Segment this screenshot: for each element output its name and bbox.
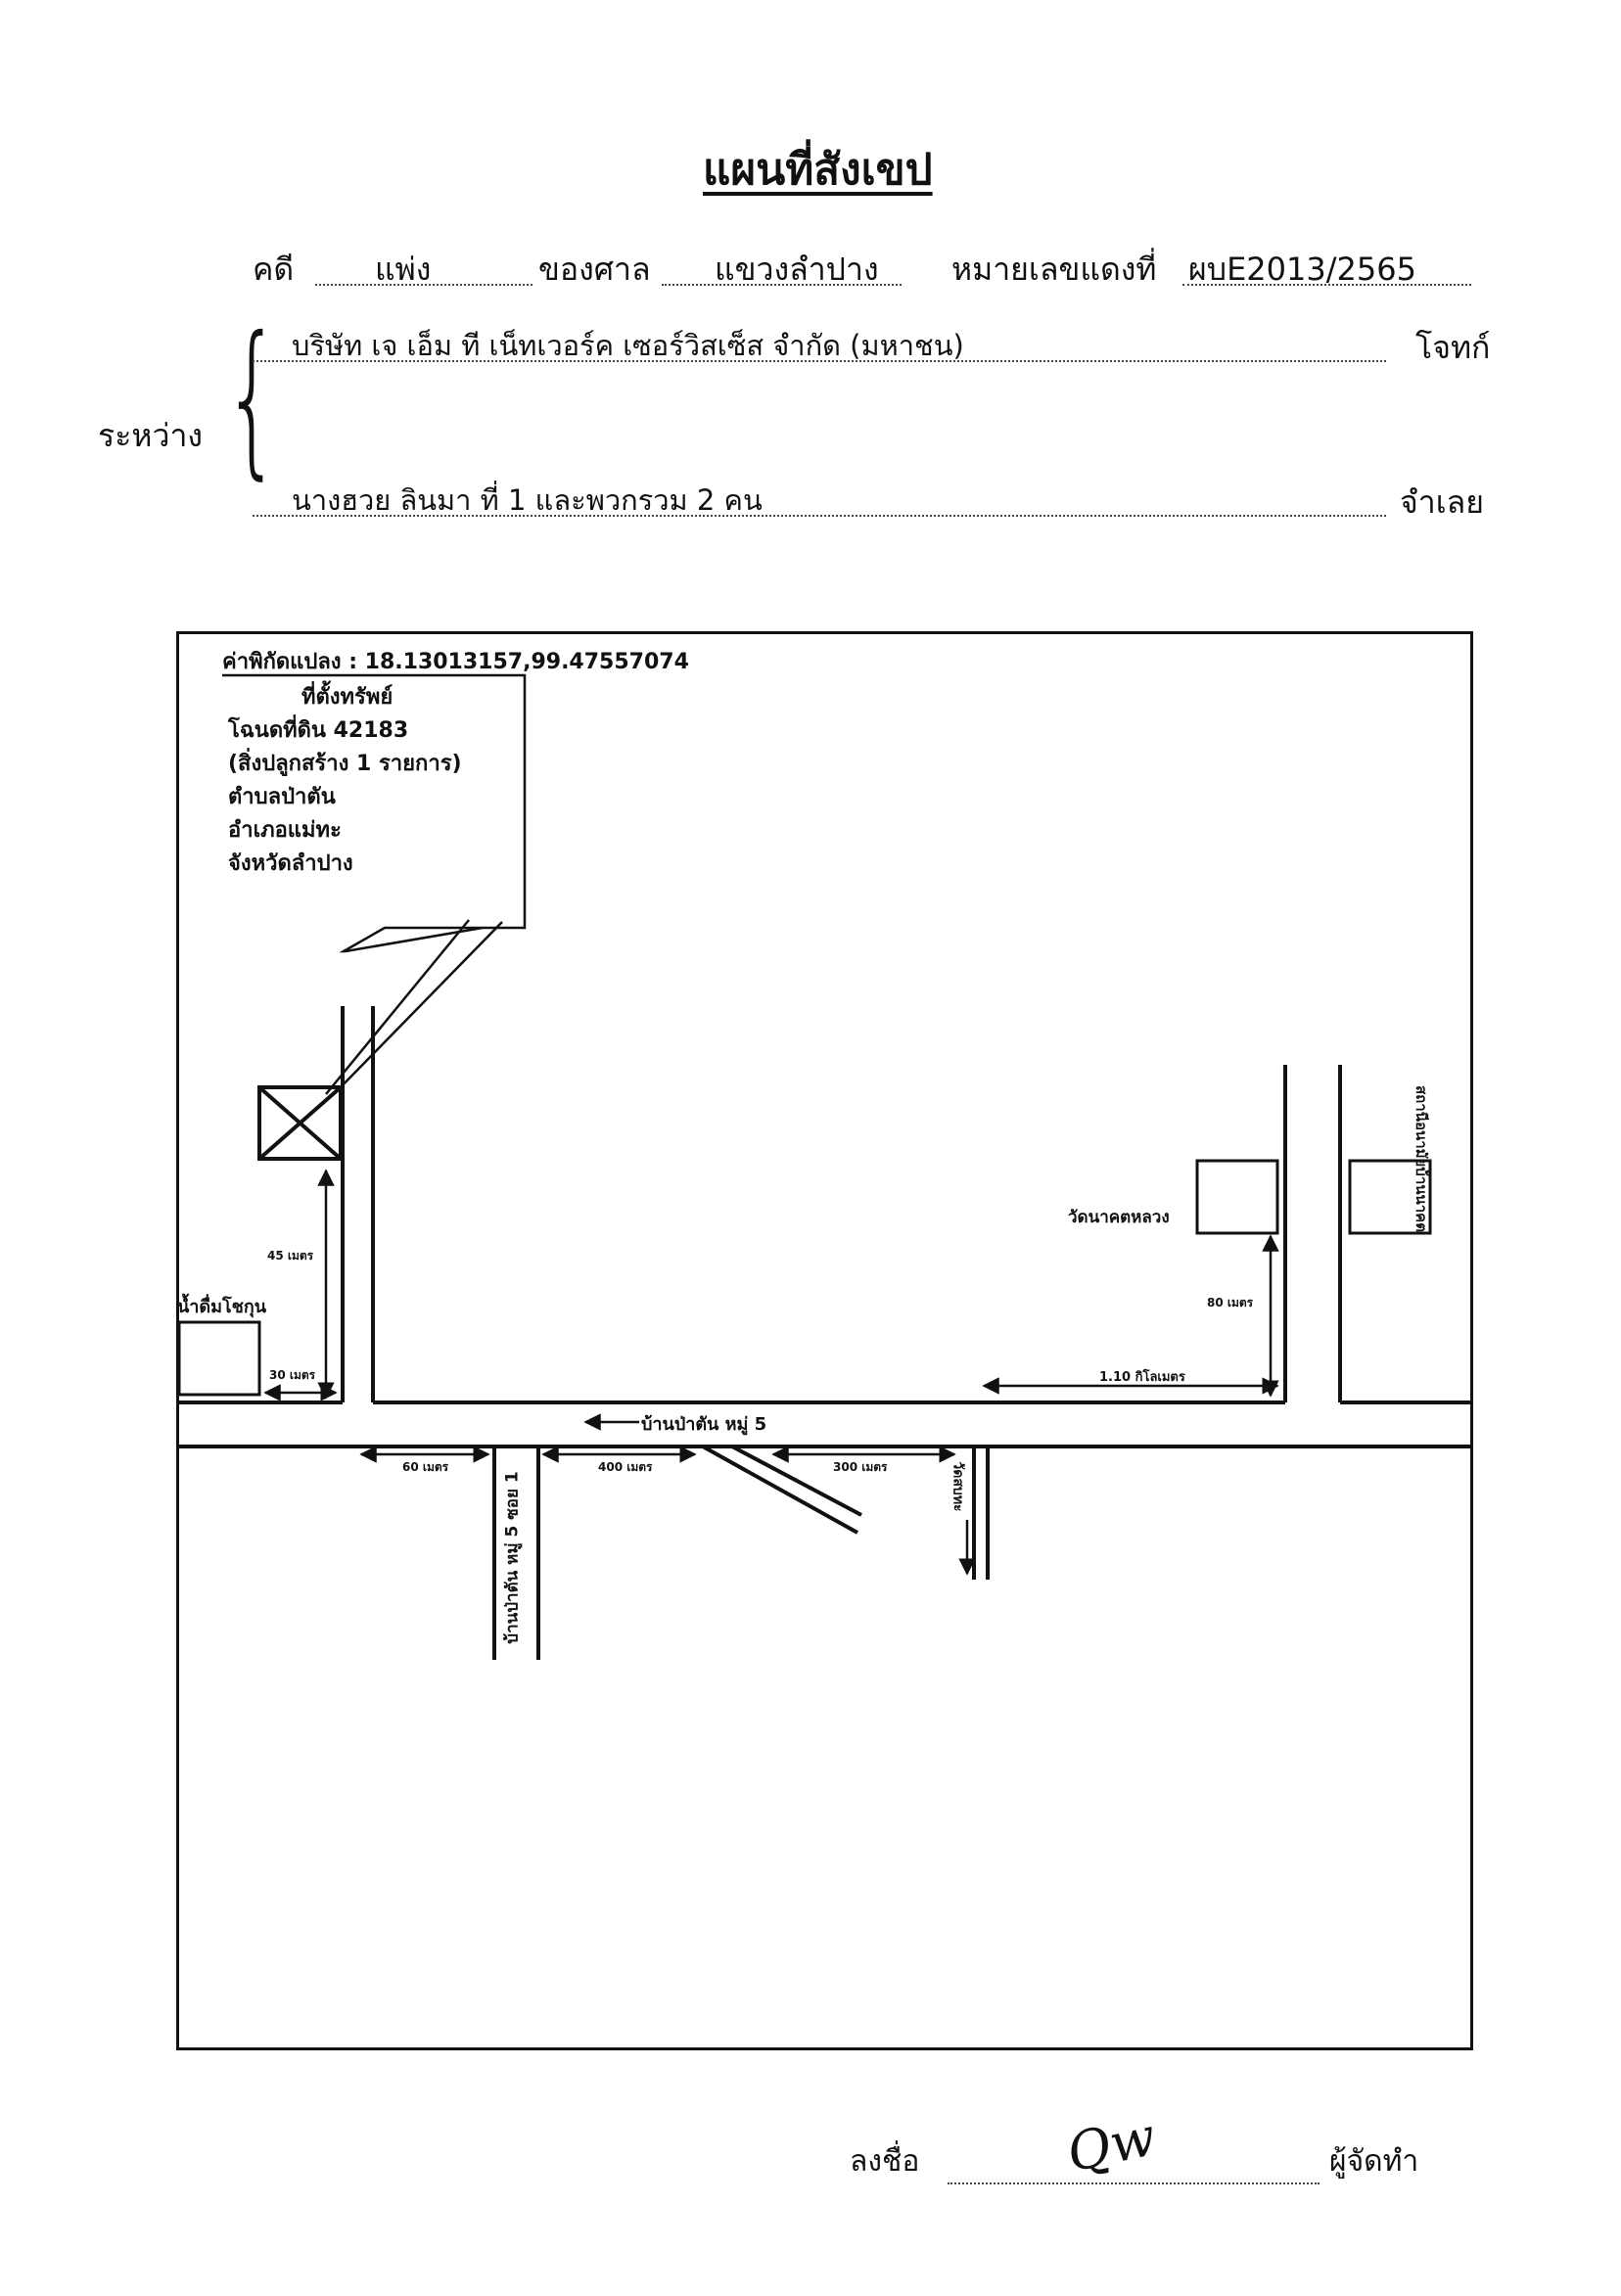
plaintiff-label: โจทก์ <box>1415 329 1491 366</box>
page-title: แผนที่สังเขป <box>703 145 933 195</box>
health-station-box <box>1348 1159 1432 1235</box>
wat-nakhot-label: วัดนาคตหลวง <box>1068 1208 1170 1227</box>
defendant-label: จำเลย <box>1400 483 1485 521</box>
map-drawing <box>179 673 1470 1660</box>
location-callout <box>222 673 527 953</box>
distance-300m: 300 เมตร <box>833 1460 888 1474</box>
signature-line <box>948 2182 1320 2184</box>
distance-80m: 80 เมตร <box>1207 1296 1254 1309</box>
plaintiff-underline <box>253 360 1386 362</box>
location-line: จังหวัดลำปาง <box>228 851 353 876</box>
water-shop-label: น้ำดื่มโชกุน <box>177 1297 267 1317</box>
distance-1-10km: 1.10 กิโลเมตร <box>1099 1370 1185 1385</box>
maker-label: ผู้จัดทำ <box>1329 2144 1419 2179</box>
red-number: ผบE2013/2565 <box>1188 251 1416 288</box>
wat-sobtha-label: วัดสบทะ <box>949 1461 966 1512</box>
case-type: แพ่ง <box>375 251 432 288</box>
court-name: แขวงลำปาง <box>715 251 879 288</box>
court-label: ของศาล <box>538 251 651 288</box>
location-line: ตำบลป่าตัน <box>228 785 336 809</box>
between-label: ระหว่าง <box>98 417 204 454</box>
main-road-label: บ้านป่าตัน หมู่ 5 <box>641 1414 767 1435</box>
sign-label: ลงชื่อ <box>850 2144 920 2179</box>
court-name-underline <box>662 284 902 286</box>
case-type-underline <box>315 284 533 286</box>
distance-400m: 400 เมตร <box>598 1460 653 1474</box>
case-label: คดี <box>253 251 295 288</box>
location-line: (สิ่งปลูกสร้าง 1 รายการ) <box>228 752 462 776</box>
brace-symbol: { <box>223 301 282 495</box>
defendant-name: นางฮวย ลินมา ที่ 1 และพวกรวม 2 คน <box>292 483 763 517</box>
distance-45m: 45 เมตร <box>267 1249 314 1263</box>
health-station-label: สถานีอนามัยบ้านนาคต <box>1412 1085 1430 1232</box>
red-number-label: หมายเลขแดงที่ <box>951 251 1157 288</box>
soi-road-label: บ้านป่าตัน หมู่ 5 ซอย 1 <box>502 1471 523 1644</box>
signature: Qw <box>1061 2105 1162 2184</box>
location-heading: ที่ตั้งทรัพย์ <box>301 685 394 710</box>
location-line: โฉนดที่ดิน 42183 <box>228 718 409 743</box>
location-box: ที่ตั้งทรัพย์ โฉนดที่ดิน 42183 (สิ่งปลูก… <box>228 681 522 881</box>
red-number-underline <box>1182 284 1471 286</box>
location-line: อำเภอแม่ทะ <box>228 818 342 843</box>
plaintiff-name: บริษัท เจ เอ็ม ที เน็ทเวอร์ค เซอร์วิสเซ็… <box>292 329 964 362</box>
coordinate-label: ค่าพิกัดแปลง : 18.13013157,99.47557074 <box>222 650 689 674</box>
defendant-underline <box>253 515 1386 517</box>
distance-30m: 30 เมตร <box>269 1368 316 1382</box>
wat-nakhot-box <box>1195 1159 1279 1235</box>
water-shop-box <box>179 1320 261 1397</box>
distance-60m: 60 เมตร <box>402 1460 449 1474</box>
sketch-map: ค่าพิกัดแปลง : 18.13013157,99.47557074 ท… <box>176 631 1473 2050</box>
